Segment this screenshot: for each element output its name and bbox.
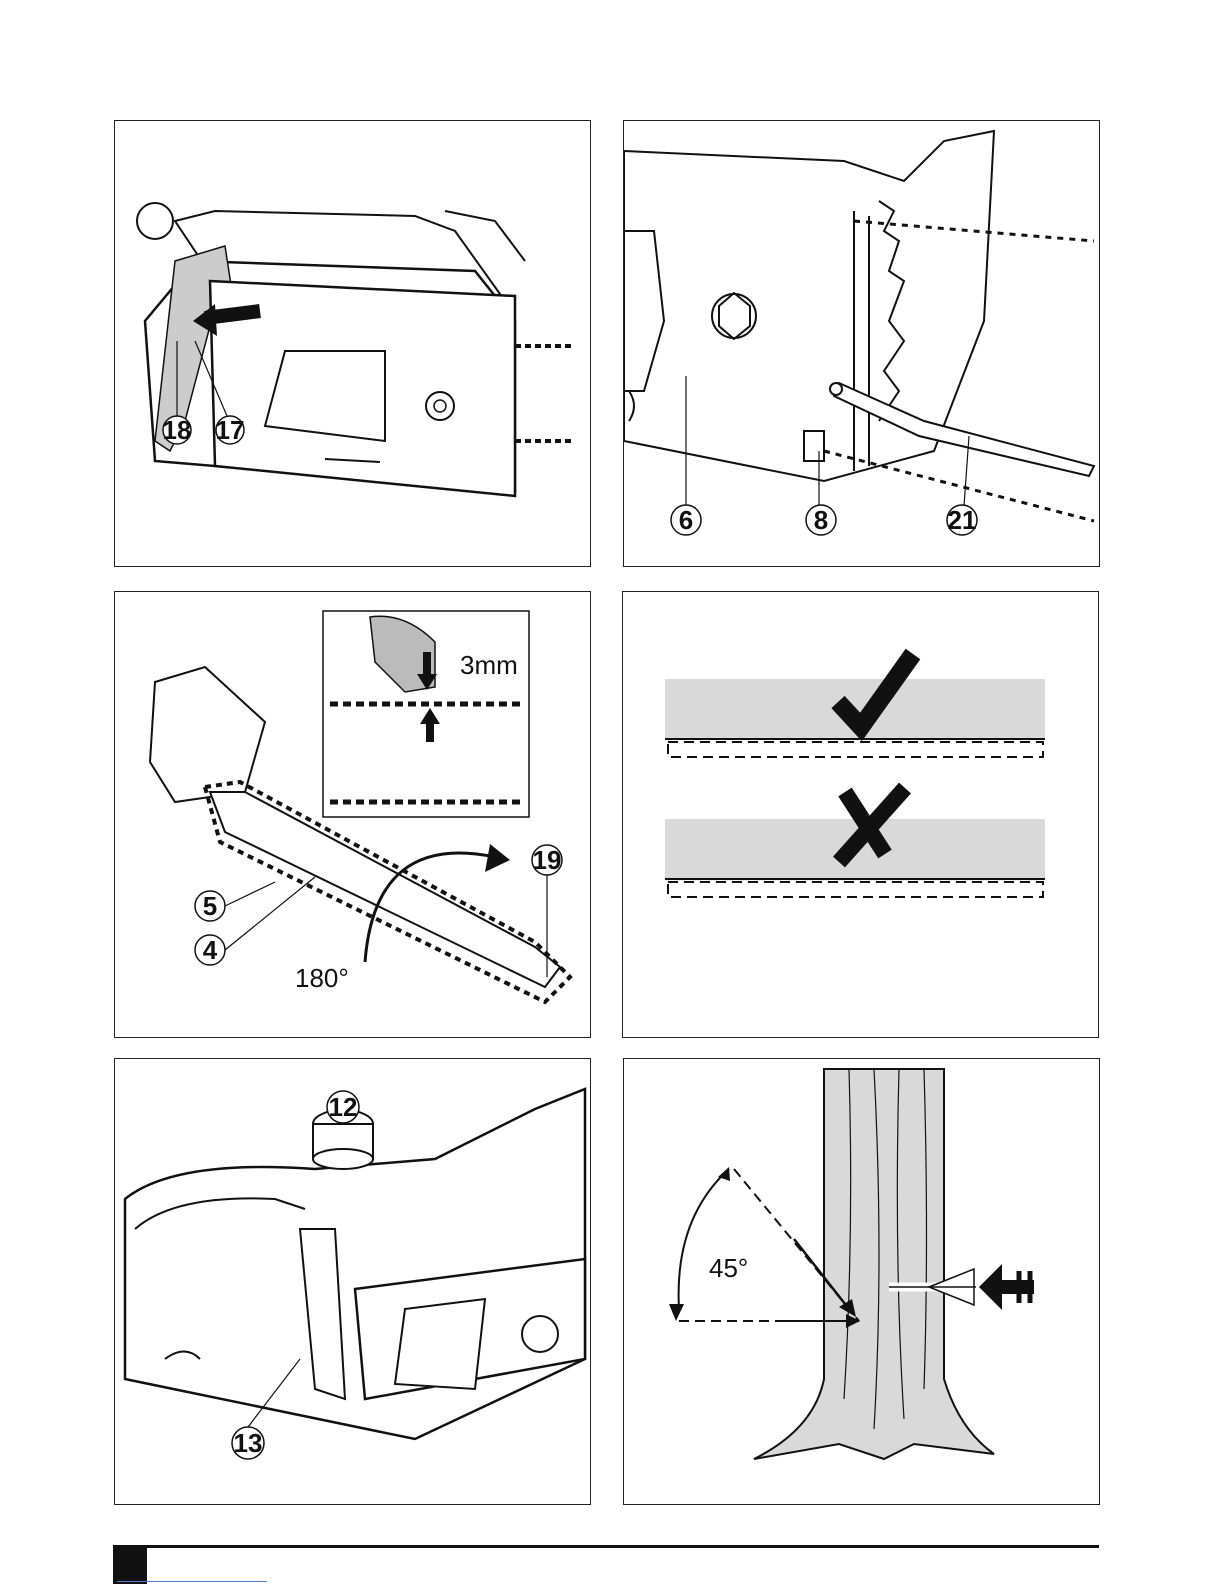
page-marker-block — [113, 1547, 147, 1584]
figure-panel-oil-cap: 12 13 — [114, 1058, 591, 1505]
callout-8-label: 8 — [814, 505, 828, 535]
rotation-180-label: 180° — [295, 963, 349, 993]
bar-nut-illustration: 6 8 21 — [624, 121, 1100, 567]
callout-18-label: 18 — [163, 415, 192, 445]
callout-4-label: 4 — [203, 935, 218, 965]
figure-panel-bar-alignment: 6 8 21 — [623, 120, 1100, 567]
oil-cap-illustration: 12 13 — [115, 1059, 591, 1505]
figure-panel-cover-removal: 18 17 — [114, 120, 591, 567]
tension-3mm-label: 3mm — [460, 650, 518, 680]
callout-5-label: 5 — [203, 891, 217, 921]
callout-13-label: 13 — [234, 1428, 263, 1458]
figure-panel-felling-cut: 45° — [623, 1058, 1100, 1505]
chainsaw-cover-illustration: 18 17 — [115, 121, 591, 567]
tree-felling-illustration: 45° — [624, 1059, 1100, 1505]
callout-17-label: 17 — [216, 415, 245, 445]
chain-tension-illustration: 3mm 180° 19 5 4 — [115, 592, 591, 1038]
figure-panel-chain-direction — [622, 591, 1099, 1038]
callout-12-label: 12 — [329, 1092, 358, 1122]
footer-underline — [117, 1581, 267, 1582]
figure-panel-chain-tension: 3mm 180° 19 5 4 — [114, 591, 591, 1038]
callout-21-label: 21 — [948, 505, 977, 535]
chain-direction-illustration — [623, 592, 1099, 1038]
callout-19-label: 19 — [533, 845, 562, 875]
callout-6-label: 6 — [679, 505, 693, 535]
footer-rule — [113, 1545, 1099, 1548]
angle-45-label: 45° — [709, 1253, 748, 1283]
